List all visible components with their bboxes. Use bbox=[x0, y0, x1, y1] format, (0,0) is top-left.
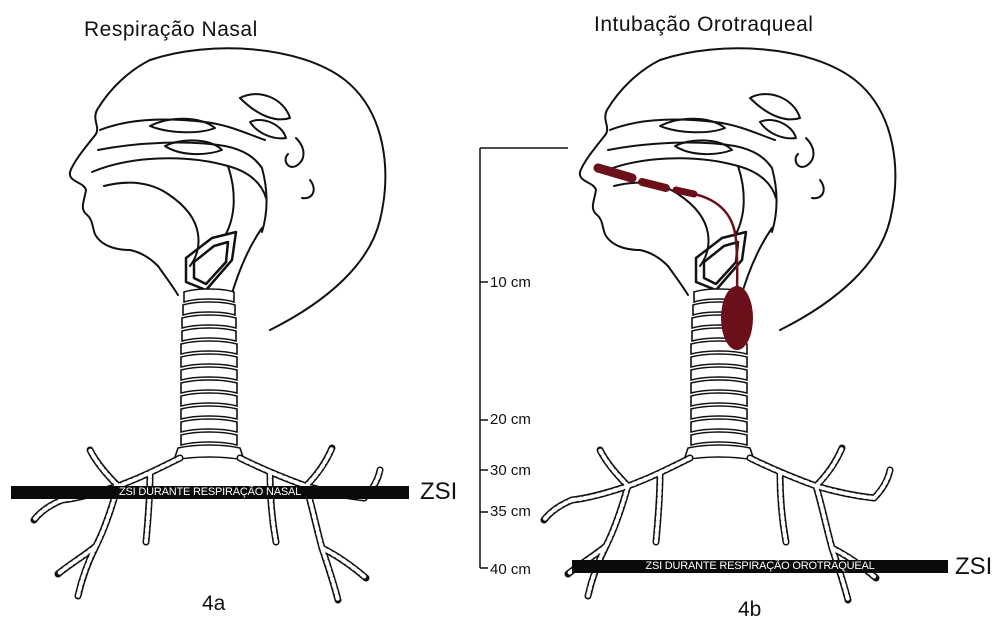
panel-b-anatomy bbox=[544, 48, 895, 600]
zsi-tag-orotracheal: ZSI bbox=[955, 553, 992, 581]
ruler-mark-30cm: 30 cm bbox=[490, 462, 531, 479]
panel-a-anatomy bbox=[34, 48, 385, 600]
ruler-mark-20cm: 20 cm bbox=[490, 411, 531, 428]
ruler-mark-35cm: 35 cm bbox=[490, 503, 531, 520]
ruler-mark-10cm: 10 cm bbox=[490, 274, 531, 291]
figure-label-4a: 4a bbox=[202, 592, 225, 616]
zsi-bar-orotracheal: ZSI DURANTE RESPIRAÇÃO OROTRAQUEAL bbox=[572, 560, 948, 573]
zsi-tag-nasal: ZSI bbox=[420, 478, 457, 506]
figure-label-4b: 4b bbox=[738, 598, 761, 622]
endotracheal-tube bbox=[598, 168, 753, 350]
ruler-mark-40cm: 40 cm bbox=[490, 561, 531, 578]
zsi-bar-nasal: ZSI DURANTE RESPIRAÇÃO NASAL bbox=[11, 486, 409, 499]
